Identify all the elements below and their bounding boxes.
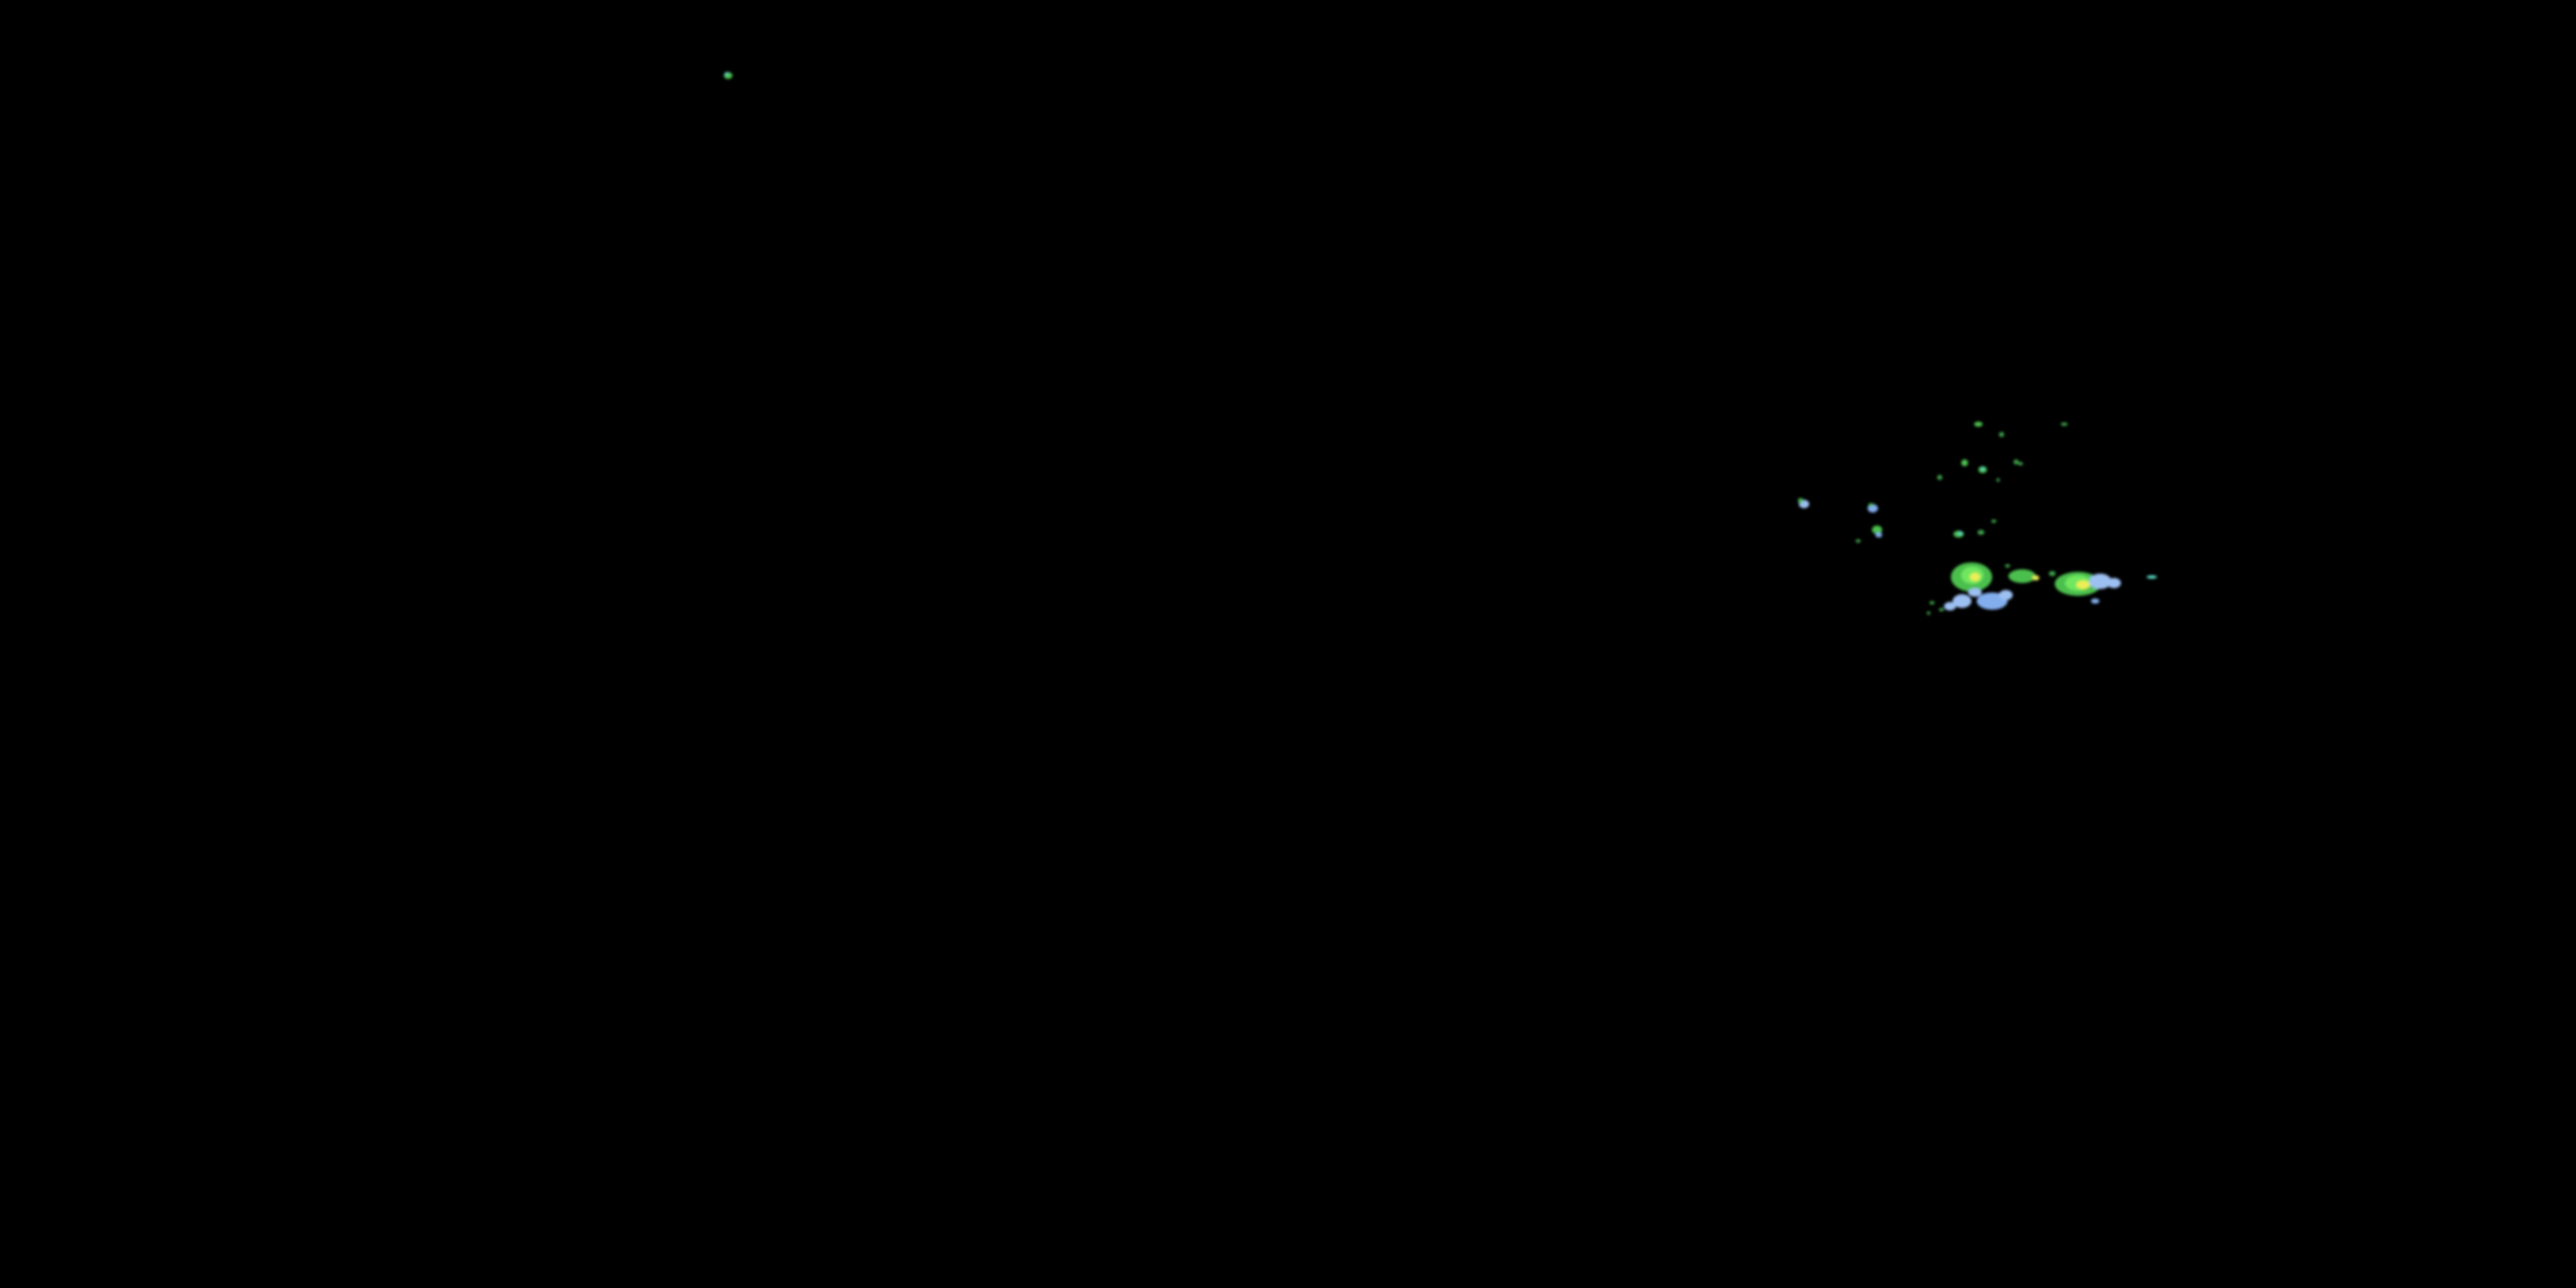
radar-echo — [1937, 475, 1942, 480]
radar-echo — [1970, 573, 1980, 581]
radar-echo — [2005, 564, 2010, 568]
radar-echo — [1872, 526, 1882, 534]
radar-echo — [1996, 478, 2000, 482]
radar-echo — [2018, 462, 2023, 465]
radar-echo — [1944, 602, 1956, 611]
radar-echo — [2032, 575, 2039, 580]
radar-echo — [725, 72, 728, 76]
radar-echo — [1875, 532, 1882, 538]
radar-echo — [2076, 580, 2090, 589]
radar-echo — [1953, 594, 1971, 608]
radar-echo — [1991, 519, 1996, 523]
radar-echo — [2147, 575, 2157, 579]
radar-echo — [1929, 601, 1935, 605]
radar-echo — [2061, 422, 2068, 426]
radar-echo — [2107, 578, 2121, 588]
radar-echo — [1999, 590, 2013, 600]
radar-echo — [1974, 422, 1983, 427]
radar-echo — [1856, 539, 1861, 543]
radar-echo — [1927, 611, 1930, 615]
radar-echo — [1978, 530, 1984, 535]
radar-echo — [2008, 569, 2036, 583]
radar-echo — [2091, 598, 2099, 604]
radar-echo — [1868, 503, 1874, 507]
radar-echo — [2089, 574, 2111, 589]
radar-echo — [2014, 459, 2019, 465]
radar-echo — [1939, 608, 1944, 611]
radar-echo — [1968, 588, 1982, 597]
radar-echo — [1798, 498, 1803, 503]
radar-echo — [1961, 459, 1968, 466]
radar-echo-layer — [724, 72, 2157, 615]
radar-echo — [1958, 532, 1963, 535]
radar-echo — [1981, 467, 1984, 471]
radar-echo — [1999, 432, 2004, 437]
radar-echo — [2049, 571, 2056, 576]
